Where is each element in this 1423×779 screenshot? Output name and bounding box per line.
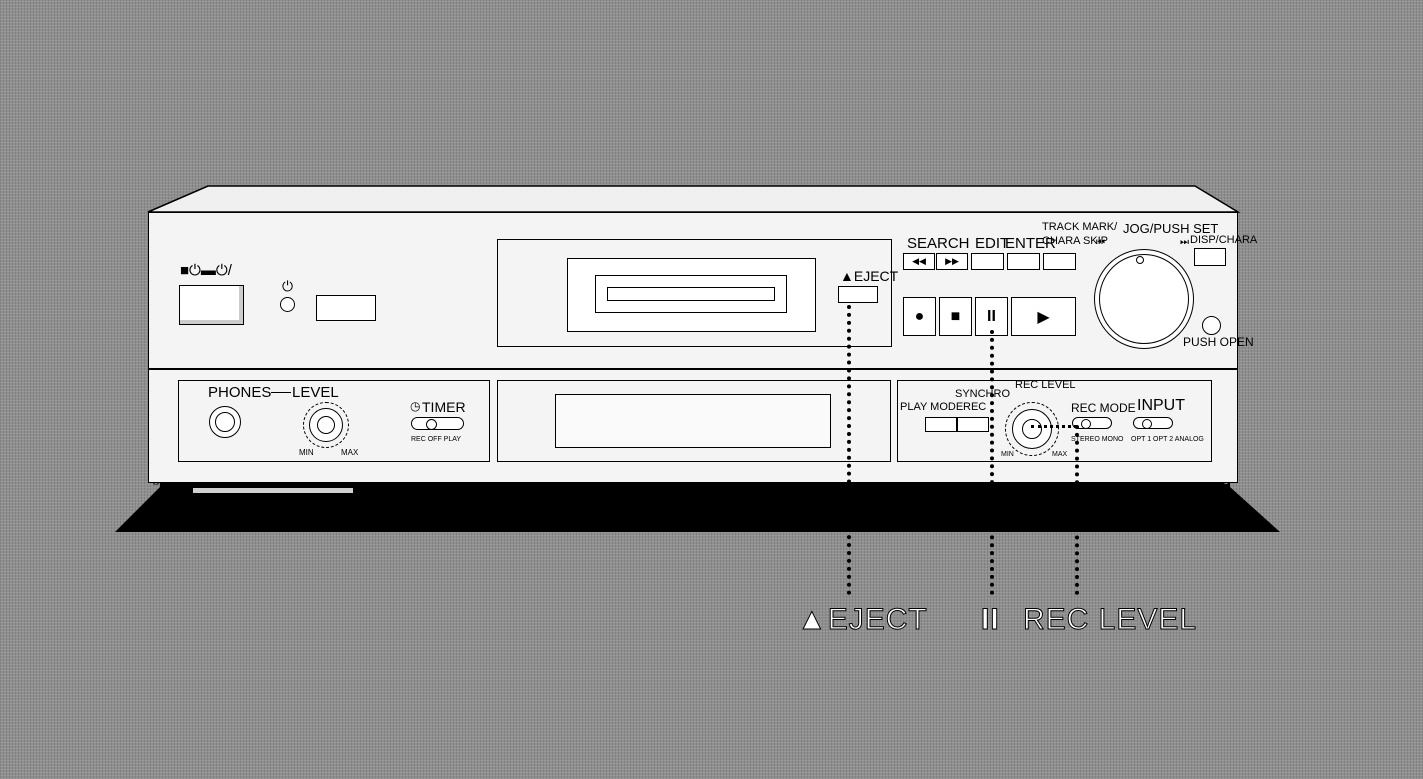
rec-level-max-label: MAX: [1052, 451, 1068, 458]
disc-slot-inner: [607, 287, 775, 301]
synchro-rec-button[interactable]: [957, 417, 989, 432]
jog-dial-ring: [1099, 254, 1189, 344]
edit-button[interactable]: [971, 253, 1004, 270]
rec-panel: [897, 380, 1212, 462]
search-forward-button[interactable]: ▶▶: [936, 253, 968, 270]
timer-label: TIMER: [422, 399, 466, 415]
synchro-label: SYNCHRO: [955, 388, 1011, 400]
record-button[interactable]: ●: [903, 297, 936, 336]
level-label: LEVEL: [292, 384, 339, 401]
phones-panel: [178, 380, 490, 462]
jog-next-icon: ⏭: [1180, 237, 1189, 248]
phones-label: PHONES: [208, 384, 272, 401]
enter-label: ENTER: [1005, 235, 1056, 252]
edit-label: EDIT: [975, 235, 1010, 252]
jog-dial[interactable]: [1094, 249, 1194, 349]
disp-chara-label: DISP/CHARA: [1190, 234, 1258, 246]
rec-mode-switch-knob: [1081, 419, 1091, 429]
pause-leader-line: [990, 330, 994, 595]
device-base: [115, 487, 1280, 532]
eject-leader-line: [847, 305, 851, 595]
display-window: [555, 394, 831, 448]
rec-mode-switch[interactable]: [1072, 417, 1112, 429]
timer-options-label: REC OFF PLAY: [411, 436, 462, 443]
stop-button[interactable]: ■: [939, 297, 972, 336]
rec-level-leader-horizontal: [1031, 425, 1077, 428]
power-symbols-label: ■⏻▬⏻/: [180, 262, 232, 279]
pause-callout: II: [981, 603, 1000, 637]
push-open-button[interactable]: [1202, 316, 1221, 335]
input-options-label: OPT 1 OPT 2 ANALOG: [1131, 436, 1204, 443]
rec-level-knob-center: [1022, 419, 1042, 439]
standby-icon: ⏻: [282, 278, 294, 294]
rec-mode-options-label: STEREO MONO: [1071, 436, 1124, 443]
rec-level-scale: [1005, 402, 1059, 456]
play-mode-button[interactable]: [925, 417, 957, 432]
level-max-label: MAX: [341, 448, 359, 457]
jog-label: JOG/PUSH SET: [1123, 221, 1219, 236]
rec-mode-label: REC MODE: [1071, 401, 1136, 415]
track-mark-button[interactable]: [1043, 253, 1076, 270]
rec-level-leader-line: [1075, 425, 1079, 595]
power-button[interactable]: [179, 285, 244, 325]
device-top-panel: [147, 185, 1241, 213]
phones-jack-inner: [215, 412, 235, 432]
play-mode-label: PLAY MODE: [900, 401, 964, 413]
phones-jack[interactable]: [209, 406, 241, 438]
enter-button[interactable]: [1007, 253, 1040, 270]
rec-level-min-label: MIN: [1001, 451, 1014, 458]
phones-level-dash: [271, 392, 291, 393]
level-knob[interactable]: [309, 408, 343, 442]
jog-prev-icon: ⏮: [1096, 237, 1105, 248]
level-min-label: MIN: [299, 448, 314, 457]
rec-level-callout: REC LEVEL: [1022, 603, 1198, 637]
base-reflection: [193, 488, 353, 493]
disc-slot: [595, 275, 787, 313]
input-switch-knob: [1142, 419, 1152, 429]
input-label: INPUT: [1137, 397, 1185, 414]
level-knob-scale: [303, 402, 349, 448]
push-open-label: PUSH OPEN: [1183, 335, 1254, 349]
standby-indicator: [280, 297, 295, 312]
search-rewind-button[interactable]: ◀◀: [903, 253, 935, 270]
rec-level-label: REC LEVEL: [1015, 379, 1076, 391]
timer-clock-icon: ◷: [410, 399, 421, 413]
eject-callout: ▲EJECT: [797, 603, 928, 637]
eject-label: ▲EJECT: [840, 268, 899, 284]
jog-dial-marker: [1136, 256, 1144, 264]
track-mark-label: TRACK MARK/: [1042, 221, 1118, 233]
eject-button[interactable]: [838, 286, 878, 303]
rec-level-knob[interactable]: [1012, 409, 1052, 449]
level-knob-center: [317, 416, 335, 434]
input-switch[interactable]: [1133, 417, 1173, 429]
chara-skip-label: CHARA SKIP: [1042, 235, 1109, 247]
play-button[interactable]: ▶: [1011, 297, 1076, 336]
pause-button[interactable]: II: [975, 297, 1008, 336]
display-bay: [497, 380, 891, 462]
device-bottom-edge: [160, 480, 1230, 488]
search-label: SEARCH: [907, 235, 970, 252]
timer-switch[interactable]: [411, 417, 464, 430]
synchro-rec-label: REC: [963, 401, 987, 413]
timer-switch-knob: [426, 419, 437, 430]
disp-chara-button[interactable]: [1194, 248, 1226, 266]
timer-indicator-window: [316, 295, 376, 321]
